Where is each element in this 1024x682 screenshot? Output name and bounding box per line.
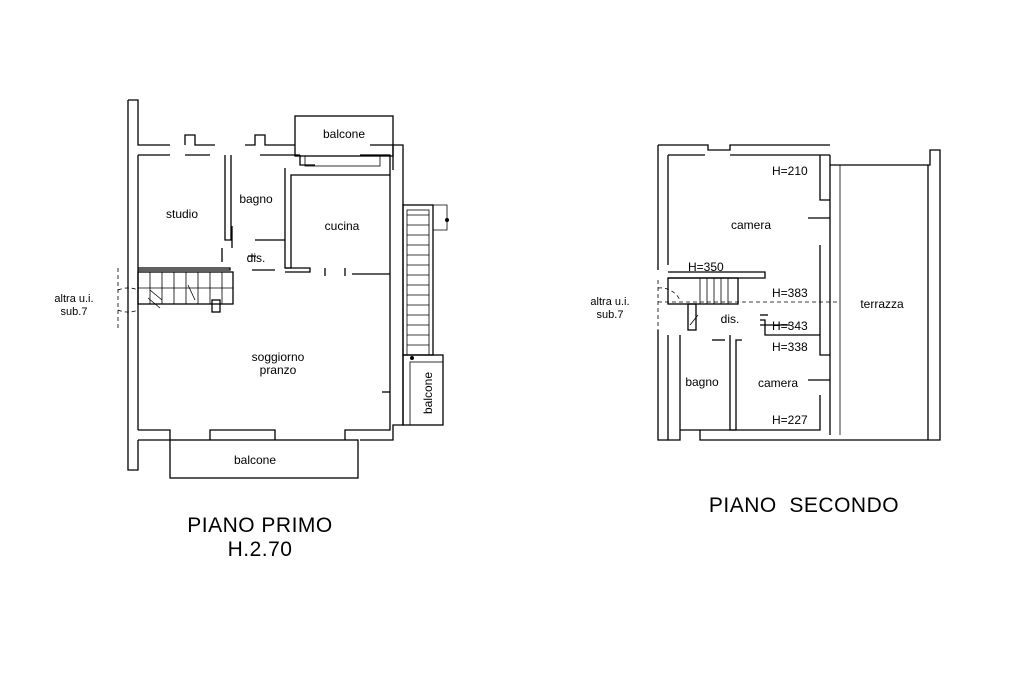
floor1-title: PIANO PRIMO <box>187 514 333 537</box>
label-bagno: bagno <box>239 192 273 206</box>
internal-staircase-2 <box>657 277 840 331</box>
label-studio: studio <box>166 207 198 221</box>
floor1-height: H.2.70 <box>228 538 293 561</box>
height-343: H=343 <box>772 319 808 333</box>
first-floor-labels: balcone studio bagno cucina dis. soggior… <box>54 127 435 561</box>
label-balcone-top: balcone <box>323 127 365 141</box>
label-neighbor-line2: sub.7 <box>61 306 88 318</box>
label-neighbor-line1: altra u.i. <box>54 293 93 305</box>
top-balcony-sill <box>304 155 381 167</box>
label-neighbor2-line1: altra u.i. <box>590 296 629 308</box>
side-balcony-inner <box>409 361 444 426</box>
label-balcone-side: balcone <box>421 372 435 414</box>
internal-staircase <box>117 268 234 330</box>
label-camera-bottom: camera <box>758 376 798 390</box>
label-camera-top: camera <box>731 218 771 232</box>
floor-plan-second-floor: camera terrazza dis. bagno camera H=210 … <box>590 144 941 517</box>
interior-walls <box>138 155 390 393</box>
label-dis: dis. <box>247 251 266 265</box>
label-terrazza: terrazza <box>860 297 904 311</box>
second-floor-labels: camera terrazza dis. bagno camera H=210 … <box>590 164 904 517</box>
label-cucina: cucina <box>325 219 360 233</box>
floor2-title: PIANO SECONDO <box>709 494 899 517</box>
bottom-balcony <box>169 439 359 479</box>
label-dis-2: dis. <box>721 312 740 326</box>
height-350: H=350 <box>688 260 724 274</box>
floor-plan-first-floor: balcone studio bagno cucina dis. soggior… <box>54 99 449 561</box>
exterior-walls-2 <box>657 144 941 441</box>
label-balcone-bottom: balcone <box>234 453 276 467</box>
exterior-walls <box>127 99 404 471</box>
label-bagno-2: bagno <box>685 375 719 389</box>
height-383: H=383 <box>772 286 808 300</box>
external-staircase <box>402 204 449 360</box>
label-soggiorno: soggiorno <box>252 350 305 364</box>
height-210: H=210 <box>772 164 808 178</box>
height-227: H=227 <box>772 413 808 427</box>
label-neighbor2-line2: sub.7 <box>597 309 624 321</box>
interior-walls-2 <box>668 217 830 431</box>
label-pranzo: pranzo <box>260 363 297 377</box>
height-338: H=338 <box>772 340 808 354</box>
